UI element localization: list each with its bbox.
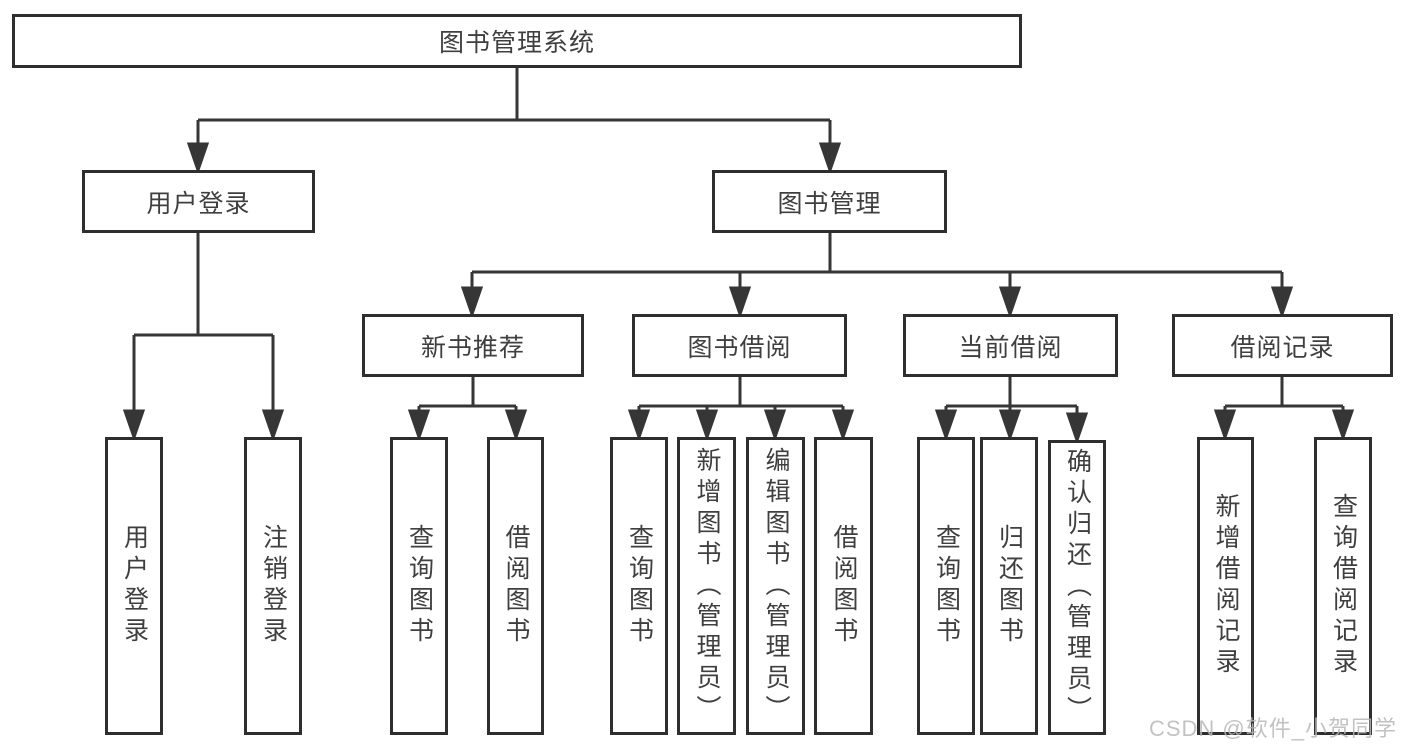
leaf-label: 查询借阅记录 <box>1329 493 1358 679</box>
arrowhead-icon <box>998 409 1022 442</box>
arrowhead-icon <box>186 142 210 175</box>
leaf-user-login: 用户登录 <box>105 437 163 735</box>
arrowhead-icon <box>831 409 855 442</box>
arrowhead-icon <box>407 409 431 442</box>
arrowhead-icon <box>998 286 1022 319</box>
leaf-return-books: 归还图书 <box>980 437 1038 735</box>
leaf-label: 查询图书 <box>405 524 434 648</box>
arrowhead-icon <box>261 409 285 442</box>
arrowhead-icon <box>627 409 651 442</box>
arrowhead-icon <box>934 409 958 442</box>
arrowhead-icon <box>504 409 528 442</box>
leaf-label: 用户登录 <box>120 524 149 648</box>
leaf-edit-book-admin: 编辑图书（管理员） <box>746 437 805 735</box>
arrowhead-icon <box>1065 412 1089 445</box>
leaf-borrow-books: 借阅图书 <box>814 437 873 735</box>
leaf-label: 注销登录 <box>259 524 288 648</box>
arrowhead-icon <box>728 286 752 319</box>
arrowhead-icon <box>122 409 146 442</box>
connector-book-management-branch <box>460 233 1294 319</box>
leaf-add-borrow-record: 新增借阅记录 <box>1197 437 1254 735</box>
leaf-confirm-return-admin: 确认归还（管理员） <box>1048 440 1106 735</box>
arrowhead-icon <box>763 409 787 442</box>
leaf-label: 新增图书（管理员） <box>693 446 721 726</box>
leaf-label: 借阅图书 <box>502 524 530 648</box>
node-user-login: 用户登录 <box>82 170 315 233</box>
node-book-management: 图书管理 <box>712 170 947 233</box>
node-new-book-recommend: 新书推荐 <box>362 314 584 377</box>
leaf-query-books-recommend: 查询图书 <box>390 437 448 735</box>
leaf-label: 新增借阅记录 <box>1212 493 1240 679</box>
leaf-label: 归还图书 <box>995 524 1024 648</box>
connector-new-book-recommend-branch <box>407 377 528 442</box>
csdn-watermark: CSDN @软件_小贺同学 <box>1148 716 1397 741</box>
leaf-add-book-admin: 新增图书（管理员） <box>677 437 736 735</box>
leaf-query-books-borrow: 查询图书 <box>610 437 668 735</box>
node-library-management-system: 图书管理系统 <box>12 14 1022 68</box>
leaf-label: 确认归还（管理员） <box>1063 448 1092 727</box>
connector-user-login-branch <box>122 233 285 442</box>
leaf-label: 借阅图书 <box>830 524 858 648</box>
leaf-label: 查询图书 <box>625 524 654 648</box>
leaf-query-borrow-record: 查询借阅记录 <box>1314 437 1372 735</box>
arrowhead-icon <box>460 286 484 319</box>
arrowhead-icon <box>695 409 719 442</box>
arrowhead-icon <box>818 142 842 175</box>
node-borrow-records: 借阅记录 <box>1172 314 1393 377</box>
leaf-borrow-books-recommend: 借阅图书 <box>487 437 544 735</box>
connector-borrow-records-branch <box>1213 377 1355 442</box>
leaf-label: 编辑图书（管理员） <box>762 446 790 726</box>
connector-book-borrow-branch <box>627 377 855 442</box>
leaf-logout-login: 注销登录 <box>244 437 302 735</box>
leaf-label: 查询图书 <box>932 524 961 648</box>
arrowhead-icon <box>1213 409 1237 442</box>
connector-current-borrow-branch <box>934 377 1089 445</box>
connector-root-to-level2 <box>186 68 842 175</box>
node-book-borrow: 图书借阅 <box>632 314 847 377</box>
node-current-borrow: 当前借阅 <box>903 314 1118 377</box>
leaf-query-books-current: 查询图书 <box>917 437 975 735</box>
arrowhead-icon <box>1270 286 1294 319</box>
arrowhead-icon <box>1331 409 1355 442</box>
